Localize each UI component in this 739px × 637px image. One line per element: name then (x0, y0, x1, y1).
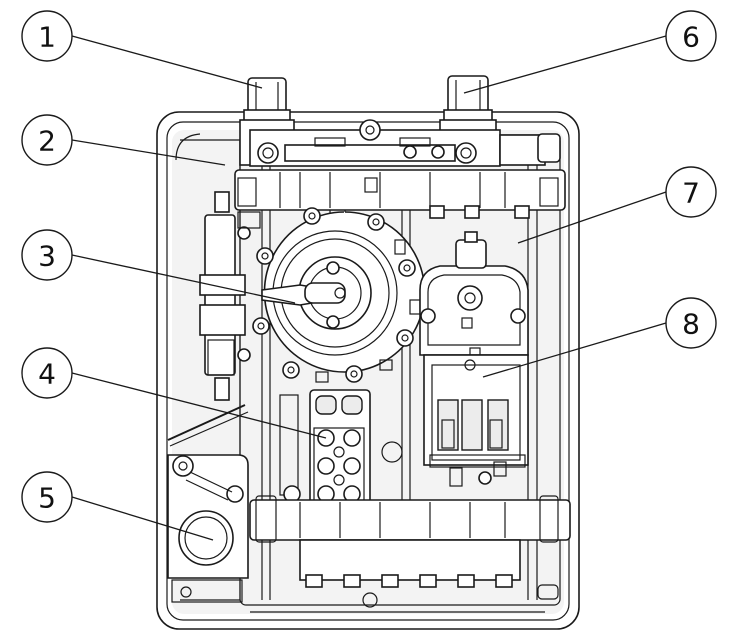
callout-label-6: 6 (682, 21, 700, 54)
safety-switch (419, 231, 529, 487)
callout-8: 8 (665, 297, 717, 349)
callout-label-1: 1 (38, 21, 56, 54)
callout-6: 6 (665, 10, 717, 62)
upper-frame (234, 169, 566, 219)
callout-4: 4 (21, 347, 73, 399)
top-manifold (249, 119, 561, 167)
callout-7: 7 (665, 166, 717, 218)
callout-label-7: 7 (682, 177, 700, 210)
cable-entry (167, 404, 249, 603)
leader-lines (71, 35, 667, 541)
callout-label-4: 4 (38, 358, 56, 391)
callout-label-3: 3 (38, 240, 56, 273)
bottom-frame (249, 495, 571, 613)
flow-switch (252, 207, 426, 383)
callout-5: 5 (21, 471, 73, 523)
callout-3: 3 (21, 229, 73, 281)
callout-label-8: 8 (682, 308, 700, 341)
callout-label-5: 5 (38, 482, 56, 515)
callout-label-2: 2 (38, 125, 56, 158)
callout-1: 1 (21, 10, 73, 62)
left-sensor-block (199, 191, 261, 401)
callout-2: 2 (21, 114, 73, 166)
